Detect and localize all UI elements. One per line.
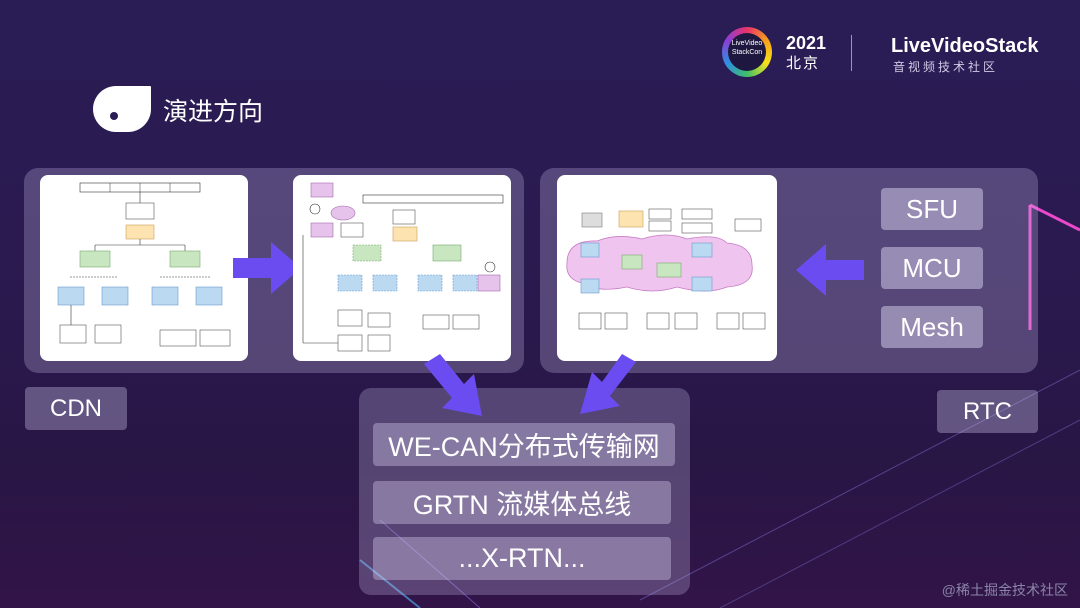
down-right-arrow-icon: [424, 354, 482, 416]
protocol-sfu: SFU: [881, 188, 983, 230]
leaf-icon: [93, 86, 151, 132]
stack-item-grtn: GRTN 流媒体总线: [373, 481, 671, 524]
header-divider: [851, 35, 852, 71]
event-year: 2021: [786, 33, 827, 53]
network-stack-panel: [359, 388, 690, 595]
stack-item-we-can: WE-CAN分布式传输网: [373, 423, 675, 466]
right-arrow-icon: [233, 242, 301, 294]
cdn-extended-diagram: [302, 182, 504, 352]
event-city: 北京: [786, 55, 821, 72]
watermark: @稀土掘金技术社区: [941, 582, 1068, 598]
section-title: 演进方向: [163, 98, 264, 126]
cdn-tree-diagram: [57, 182, 231, 347]
rtc-label: RTC: [937, 390, 1038, 433]
event-logo-icon: LiveVideo StackCon: [722, 27, 772, 77]
cdn-diagram-card: [40, 175, 248, 361]
cdn-label: CDN: [25, 387, 127, 430]
cdn-extended-diagram-card: [293, 175, 511, 361]
brand-name: LiveVideoStack: [891, 35, 1039, 57]
brand-subtitle: 音视频技术社区: [893, 60, 999, 74]
rtc-diagram-card: [557, 175, 777, 361]
protocol-mcu: MCU: [881, 247, 983, 289]
event-logo-text: LiveVideo StackCon: [728, 33, 766, 71]
protocol-mesh: Mesh: [881, 306, 983, 348]
down-left-arrow-icon: [580, 354, 636, 414]
stack-item-x-rtn: ...X-RTN...: [373, 537, 671, 580]
leaf-dot-icon: [110, 112, 118, 120]
rtc-mesh-diagram: [566, 208, 766, 330]
left-arrow-icon: [796, 244, 864, 296]
